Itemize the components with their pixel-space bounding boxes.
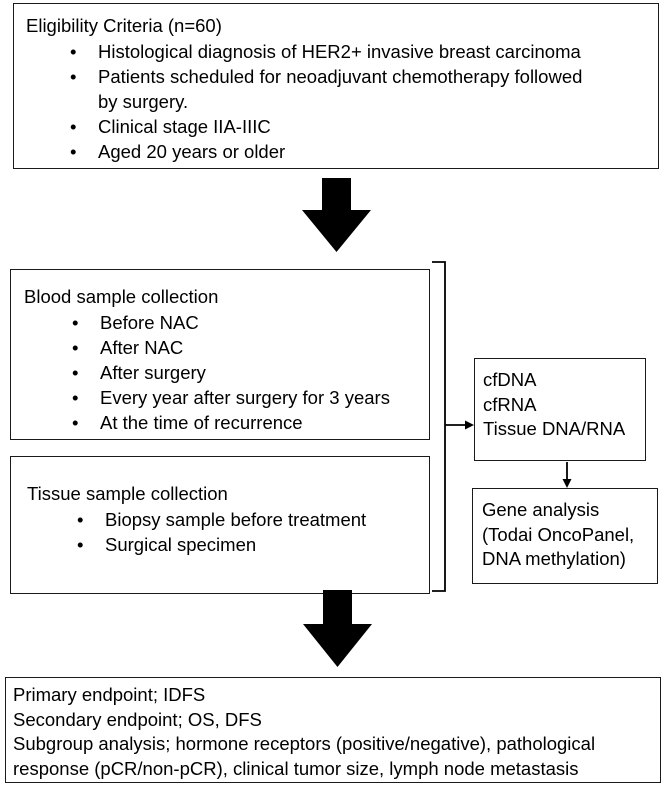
down-arrow-icon <box>302 178 371 252</box>
endpoints-line: Subgroup analysis; hormone receptors (po… <box>13 733 596 754</box>
eligibility-item: Patients scheduled for neoadjuvant chemo… <box>70 64 582 114</box>
blood-sample-item: After NAC <box>72 335 390 360</box>
endpoints-line: response (pCR/non-pCR), clinical tumor s… <box>13 757 579 779</box>
arrow-head-icon <box>562 479 572 488</box>
blood-sample-title: Blood sample collection <box>24 286 219 307</box>
samples-line: Tissue DNA/RNA <box>483 418 626 439</box>
eligibility-item: Clinical stage IIA-IIIC <box>70 114 582 139</box>
gene-analysis-box: Gene analysis (Todai OncoPanel, DNA meth… <box>472 488 658 584</box>
tissue-sample-title: Tissue sample collection <box>27 483 228 504</box>
eligibility-item: Histological diagnosis of HER2+ invasive… <box>70 39 582 64</box>
gene-analysis-line: (Todai OncoPanel, <box>482 523 635 545</box>
gene-analysis-line: Gene analysis <box>482 499 600 520</box>
eligibility-list: Histological diagnosis of HER2+ invasive… <box>70 39 582 164</box>
blood-sample-item: At the time of recurrence <box>72 410 390 435</box>
endpoints-line: Primary endpoint; IDFS <box>13 684 206 705</box>
blood-sample-item: Before NAC <box>72 310 390 335</box>
eligibility-item: Aged 20 years or older <box>70 139 582 164</box>
arrow-head-icon <box>465 420 474 430</box>
endpoints-line: Secondary endpoint; OS, DFS <box>13 708 262 730</box>
blood-sample-item: Every year after surgery for 3 years <box>72 385 390 410</box>
blood-sample-box: Blood sample collection Before NAC After… <box>10 269 430 440</box>
bracket <box>432 261 446 592</box>
down-arrow-icon <box>303 590 372 667</box>
samples-box: cfDNA cfRNA Tissue DNA/RNA <box>474 358 646 461</box>
eligibility-title: Eligibility Criteria (n=60) <box>26 15 222 36</box>
samples-line: cfRNA <box>483 393 537 415</box>
tissue-sample-item: Surgical specimen <box>77 532 366 557</box>
blood-sample-item: After surgery <box>72 360 390 385</box>
tissue-sample-list: Biopsy sample before treatment Surgical … <box>77 507 366 557</box>
samples-line: cfDNA <box>483 369 537 390</box>
tissue-sample-item: Biopsy sample before treatment <box>77 507 366 532</box>
endpoints-box: Primary endpoint; IDFS Secondary endpoin… <box>5 677 661 783</box>
tissue-sample-box: Tissue sample collection Biopsy sample b… <box>10 456 430 594</box>
gene-analysis-line: DNA methylation) <box>482 548 626 569</box>
blood-sample-list: Before NAC After NAC After surgery Every… <box>72 310 390 435</box>
eligibility-box: Eligibility Criteria (n=60) Histological… <box>13 3 659 169</box>
